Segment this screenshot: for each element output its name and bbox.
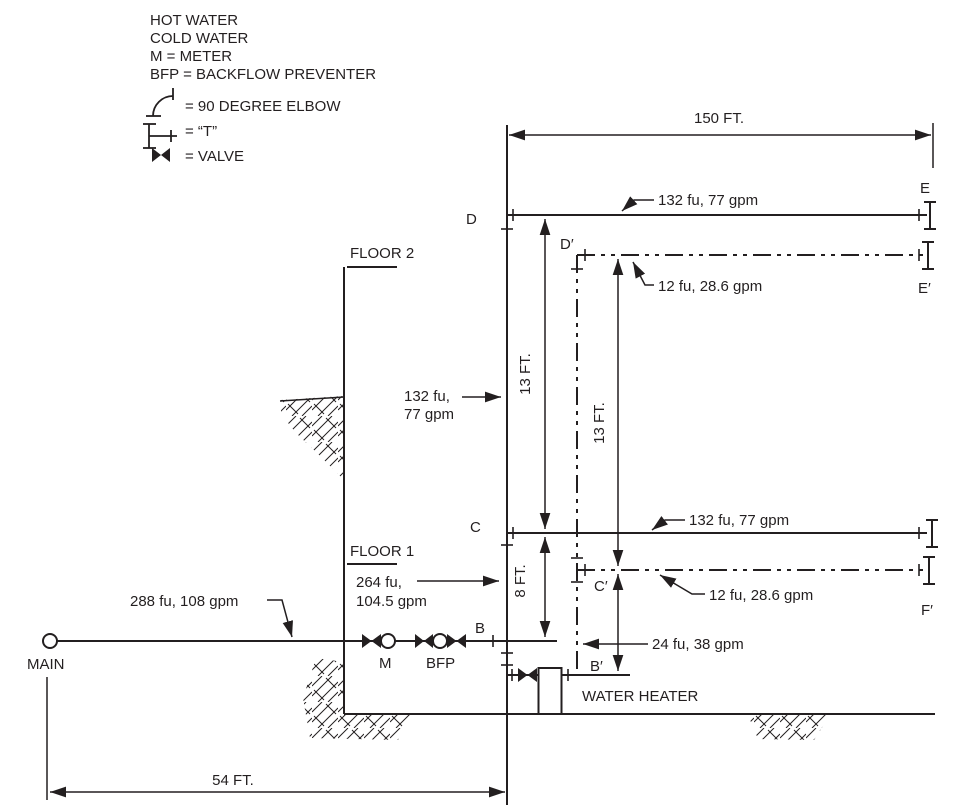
dim-8ft-label: 8 FT. xyxy=(512,564,529,597)
leader-branch-d-prime xyxy=(632,261,654,286)
point-f-prime: F′ xyxy=(921,602,933,619)
dim-150ft-label: 150 FT. xyxy=(694,110,744,127)
floor1-label: FLOOR 1 xyxy=(350,543,414,560)
junction-ticks xyxy=(492,209,920,681)
tee-e-prime-icon xyxy=(922,241,934,270)
valve-icon xyxy=(518,668,537,682)
dimension-graphics xyxy=(46,123,934,800)
earth-patch-upper-left xyxy=(281,396,344,480)
legend-elbow-label: = 90 DEGREE ELBOW xyxy=(185,98,341,115)
point-d-prime: D′ xyxy=(560,236,574,253)
legend-hot-water: HOT WATER xyxy=(150,12,238,29)
legend-tee-label: = “T” xyxy=(185,123,217,140)
point-b: B xyxy=(475,620,485,637)
building-structure xyxy=(343,266,935,715)
tee-icon xyxy=(143,123,177,149)
floor2-label: FLOOR 2 xyxy=(350,245,414,262)
meter-label: M xyxy=(379,655,392,672)
bfp-label: BFP xyxy=(426,655,455,672)
point-e: E xyxy=(920,180,930,197)
earth-patch-lower-left xyxy=(303,658,412,740)
elbow-icon xyxy=(146,88,174,117)
flow-riser-c-d-label-2: 77 gpm xyxy=(404,406,454,423)
leader-branch-c xyxy=(651,516,685,531)
flow-service-label: 288 fu, 108 gpm xyxy=(130,593,238,610)
legend: HOT WATER COLD WATER M = METER BFP = BAC… xyxy=(143,12,376,165)
meter-assembly: M xyxy=(362,633,396,672)
cold-water-piping xyxy=(57,125,927,805)
tee-f-prime-icon xyxy=(923,556,935,585)
earth-patch-right xyxy=(748,715,830,740)
leader-branch-d xyxy=(621,196,654,212)
point-e-prime: E′ xyxy=(918,280,931,297)
point-c-prime: C′ xyxy=(594,578,608,595)
valve-icon xyxy=(415,634,433,648)
meter-icon xyxy=(380,633,396,649)
point-d: D xyxy=(466,211,477,228)
bfp-check-icon xyxy=(432,633,448,649)
water-heater-assembly: WATER HEATER xyxy=(518,667,699,715)
flow-hot-riser-label: 24 fu, 38 gpm xyxy=(652,636,744,653)
legend-meter: M = METER xyxy=(150,48,232,65)
point-b-prime: B′ xyxy=(590,658,603,675)
flow-riser-b-c-label-1: 264 fu, xyxy=(356,574,402,591)
flow-branch-d-prime-label: 12 fu, 28.6 gpm xyxy=(658,278,762,295)
legend-valve-label: = VALVE xyxy=(185,148,244,165)
bfp-assembly: BFP xyxy=(415,633,466,672)
hot-water-piping xyxy=(576,254,925,675)
flow-branch-c-prime-label: 12 fu, 28.6 gpm xyxy=(709,587,813,604)
valve-icon xyxy=(152,148,170,162)
dim-13ft-dp-cp-label: 13 FT. xyxy=(591,402,608,444)
leader-branch-c-prime xyxy=(659,574,705,595)
flow-branch-c-label: 132 fu, 77 gpm xyxy=(689,512,789,529)
tee-e-icon xyxy=(924,201,936,230)
flow-branch-d-label: 132 fu, 77 gpm xyxy=(658,192,758,209)
point-labels: D D′ C C′ B B′ E E′ F′ xyxy=(466,180,933,675)
valve-icon xyxy=(362,634,381,648)
flow-riser-c-d-label-1: 132 fu, xyxy=(404,388,450,405)
earth-hatching xyxy=(279,396,830,740)
flow-riser-b-c-label-2: 104.5 gpm xyxy=(356,593,427,610)
dim-54ft-label: 54 FT. xyxy=(212,772,254,789)
tee-f-icon xyxy=(926,519,938,548)
dim-13ft-d-c-label: 13 FT. xyxy=(517,353,534,395)
main-label: MAIN xyxy=(27,656,65,673)
flow-leaders xyxy=(267,196,705,650)
legend-cold-water: COLD WATER xyxy=(150,30,249,47)
main-node-icon xyxy=(42,633,58,649)
valve-icon xyxy=(447,634,466,648)
point-c: C xyxy=(470,519,481,536)
tee-fittings xyxy=(922,201,938,585)
main-connection: MAIN xyxy=(27,633,65,673)
legend-bfp: BFP = BACKFLOW PREVENTER xyxy=(150,66,376,83)
leader-service xyxy=(267,599,293,638)
water-heater-label: WATER HEATER xyxy=(582,688,699,705)
water-heater-icon xyxy=(537,667,563,715)
